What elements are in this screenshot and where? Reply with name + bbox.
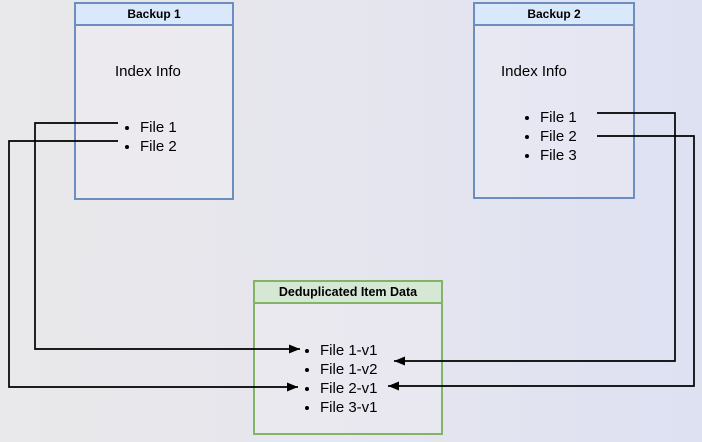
backup2-index-info-label: Index Info — [501, 63, 567, 80]
bullet-icon — [305, 367, 309, 372]
bullet-icon — [305, 386, 309, 391]
file-item: File 2-v1 — [305, 379, 378, 398]
file-item-label: File 1 — [540, 109, 577, 126]
file-item-label: File 3 — [540, 147, 577, 164]
backup2-title: Backup 2 — [475, 4, 633, 26]
bullet-icon — [525, 134, 529, 139]
bullet-icon — [305, 405, 309, 410]
bullet-icon — [125, 144, 129, 149]
file-item: File 1 — [125, 118, 177, 137]
file-item: File 3-v1 — [305, 398, 378, 417]
backup2-file-list: File 1 File 2 File 3 — [525, 108, 577, 165]
backup1-box: Backup 1 Index Info File 1 File 2 — [74, 2, 234, 200]
backup1-file-list: File 1 File 2 — [125, 118, 177, 156]
file-item: File 1-v1 — [305, 341, 378, 360]
file-item: File 1 — [525, 108, 577, 127]
file-item: File 3 — [525, 146, 577, 165]
file-item: File 2 — [125, 137, 177, 156]
dedup-title: Deduplicated Item Data — [255, 282, 441, 304]
file-item-label: File 3-v1 — [320, 399, 378, 416]
file-item-label: File 1 — [140, 119, 177, 136]
file-item-label: File 2 — [540, 128, 577, 145]
bullet-icon — [125, 125, 129, 130]
bullet-icon — [305, 348, 309, 353]
file-item-label: File 1-v2 — [320, 361, 378, 378]
backup1-index-info-label: Index Info — [115, 63, 181, 80]
bullet-icon — [525, 153, 529, 158]
backup2-box: Backup 2 Index Info File 1 File 2 File 3 — [473, 2, 635, 199]
file-item-label: File 2 — [140, 138, 177, 155]
backup1-title: Backup 1 — [76, 4, 232, 26]
file-item: File 2 — [525, 127, 577, 146]
file-item-label: File 1-v1 — [320, 342, 378, 359]
file-item-label: File 2-v1 — [320, 380, 378, 397]
bullet-icon — [525, 115, 529, 120]
file-item: File 1-v2 — [305, 360, 378, 379]
